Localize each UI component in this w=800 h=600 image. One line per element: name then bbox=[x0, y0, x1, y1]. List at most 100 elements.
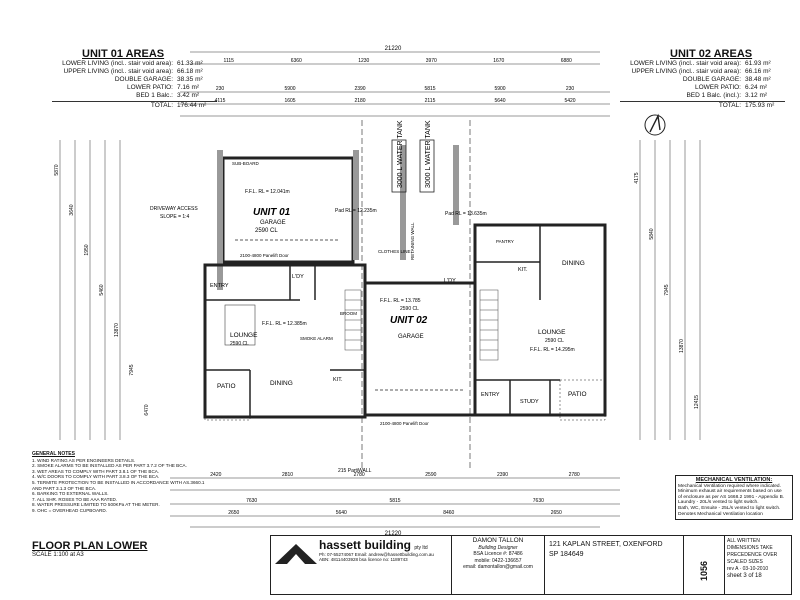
ldy2-label: L'DY bbox=[444, 278, 456, 284]
site-address: 121 KAPLAN STREET, OXENFORD bbox=[549, 541, 663, 548]
plan-title: FLOOR PLAN LOWER bbox=[32, 540, 148, 552]
retaining-wall-left bbox=[217, 150, 223, 290]
designer-mobile: mobile: 0422-136657 bbox=[474, 557, 522, 564]
area-row: LOWER PATIO:7.16 m² bbox=[52, 84, 217, 92]
dimension-label: 6360 bbox=[291, 58, 302, 64]
unit01-areas-table: UNIT 01 AREAS LOWER LIVING (incl.. stair… bbox=[52, 48, 217, 110]
designer-cell: DAMON TALLON Building Designer BSA Licen… bbox=[452, 536, 545, 594]
broom-label: BROOM bbox=[340, 311, 357, 316]
dimension-label: 5640 bbox=[336, 510, 347, 516]
pad1-label: Pad RL = 12.235m bbox=[335, 208, 377, 214]
dimension-label: 3640 bbox=[69, 204, 75, 215]
area-value: 3.42 m² bbox=[177, 92, 200, 99]
note-line: Denotes Mechanical Ventilation location bbox=[678, 511, 763, 517]
note-line: 9. OHC = OVERHEAD CUPBOARD. bbox=[32, 507, 107, 513]
dimension-label: 8460 bbox=[443, 510, 454, 516]
unit01-living-walls bbox=[203, 263, 367, 419]
dimension-label: 2810 bbox=[282, 472, 293, 478]
sub-board-label: SUB-BOARD bbox=[232, 161, 260, 166]
area-label: UPPER LIVING (incl.. stair void area): bbox=[631, 68, 741, 75]
retaining-wall-right bbox=[453, 145, 459, 225]
area-label: LOWER PATIO: bbox=[127, 84, 173, 91]
company-abn: ABN: 48114403928 bsa licence no: 1189743 bbox=[319, 557, 408, 562]
pantry-label: PANTRY bbox=[496, 239, 514, 244]
unit02-stairs bbox=[479, 289, 499, 361]
side-dimension-lines bbox=[59, 140, 701, 440]
sheet-number: 3 bbox=[743, 573, 747, 579]
area-row: LOWER PATIO:6.24 m² bbox=[620, 84, 785, 92]
dimension-label: 5870 bbox=[54, 164, 60, 175]
lounge1-label: LOUNGE bbox=[230, 332, 258, 339]
dimension-label: 2390 bbox=[497, 472, 508, 478]
dimension-label: 1230 bbox=[358, 58, 369, 64]
area-label: BED 1 Balc. (incl.): bbox=[686, 92, 741, 99]
unit02-ffl: F.F.L. RL = 13.785 bbox=[380, 298, 421, 304]
dimension-label: 5900 bbox=[284, 86, 295, 92]
mech-vent-title: MECHANICAL VENTILATION: bbox=[695, 477, 773, 483]
note-line: AND PART 3.1.3 OF THE BCA. bbox=[32, 485, 97, 491]
entry2-label: ENTRY bbox=[481, 392, 500, 398]
retaining-wall-label: RETAINING WALL bbox=[410, 222, 415, 260]
dimension-label: 2650 bbox=[551, 510, 562, 516]
note-line: Minimum exhaust air requirements based o… bbox=[678, 489, 782, 495]
area-row: DOUBLE GARAGE:38.48 m² bbox=[620, 76, 785, 84]
clothes-line-label: CLOTHES LINE bbox=[378, 249, 411, 254]
pad2-label: Pad RL = 13.635m bbox=[445, 211, 487, 217]
kit2-label: KIT. bbox=[518, 267, 528, 273]
dimension-label: 7945 bbox=[129, 364, 135, 375]
dimension-label: 7630 bbox=[533, 498, 544, 504]
area-label: DOUBLE GARAGE: bbox=[114, 76, 173, 83]
dimension-label: 2590 bbox=[425, 472, 436, 478]
dimension-label: 6880 bbox=[561, 58, 572, 64]
area-total-row: TOTAL:175.93 m² bbox=[620, 101, 785, 110]
lounge1-cl: 2590 CL bbox=[230, 341, 249, 347]
area-value: 3.12 m² bbox=[745, 92, 768, 99]
plan-scale: SCALE 1:100 at A3 bbox=[32, 552, 84, 558]
dimension-label: 2420 bbox=[210, 472, 221, 478]
entry1-label: ENTRY bbox=[210, 283, 229, 289]
company-name-text: hassett building bbox=[319, 538, 412, 552]
area-label: LOWER LIVING (incl.. stair void area): bbox=[630, 60, 741, 67]
area-row: BED 1 Balc.:3.42 m² bbox=[52, 92, 217, 100]
dimension-label: 5420 bbox=[564, 98, 575, 104]
unit02-areas-table: UNIT 02 AREAS LOWER LIVING (incl.. stair… bbox=[620, 48, 785, 110]
dimension-label: 5900 bbox=[494, 86, 505, 92]
area-label: UPPER LIVING (incl.. stair void area): bbox=[63, 68, 173, 75]
unit02-garage-label: GARAGE bbox=[398, 334, 424, 340]
note-line: 1. WIND RATING AS PER ENGINEERS DETAILS. bbox=[32, 457, 136, 463]
garage-door-1-label: 2100-4800 Panelift Door bbox=[240, 253, 289, 258]
retaining-wall-center bbox=[400, 145, 406, 260]
dimension-label: 1670 bbox=[493, 58, 504, 64]
dimension-label: 5840 bbox=[649, 228, 655, 239]
dining2-label: DINING bbox=[562, 260, 585, 267]
mechanical-ventilation-box: MECHANICAL VENTILATION: Mechanical Venti… bbox=[675, 475, 793, 521]
revision: A bbox=[735, 566, 739, 572]
site-sp: SP 184649 bbox=[549, 551, 584, 558]
dimension-label: 4115 bbox=[215, 98, 226, 104]
general-notes-title: GENERAL NOTES bbox=[32, 451, 75, 457]
note-line: 6. BARKING TO EXTERNAL WALLS. bbox=[32, 491, 109, 497]
area-total-value: 176.44 m² bbox=[177, 102, 207, 109]
sheet-info-cell: ALL WRITTEN DIMENSIONS TAKE PRECEDENCE O… bbox=[725, 536, 791, 594]
area-row: DOUBLE GARAGE:38.35 m² bbox=[52, 76, 217, 84]
unit01-garage-cl: 2590 CL bbox=[255, 228, 278, 234]
company-name: hassett building pty ltd bbox=[319, 538, 449, 552]
note-line: 8. WATER PRESSURE LIMITED TO 500KPa AT T… bbox=[32, 502, 160, 508]
issue-date: 03-10-2010 bbox=[742, 566, 769, 572]
designer-bsa: BSA Licence #: 87486 bbox=[473, 551, 523, 557]
study-label: STUDY bbox=[520, 399, 539, 405]
note-line: 7. ALL SHR. ROSES TO BE AAA RATED. bbox=[32, 496, 118, 502]
dimension-label: 230 bbox=[216, 86, 225, 92]
dimension-label: 5460 bbox=[99, 284, 105, 295]
unit01-ffl: F.F.L. RL = 12.041m bbox=[245, 189, 290, 195]
area-total-label: TOTAL: bbox=[718, 102, 741, 109]
dimension-label: 12415 bbox=[694, 395, 700, 409]
area-label: LOWER PATIO: bbox=[695, 84, 741, 91]
note-line: 5. TERMITE PROTECTION TO BE INSTALLED IN… bbox=[32, 479, 205, 485]
note-line: Bath, WC, Ensuite - 25L/s vented to ligh… bbox=[678, 505, 781, 511]
company-phone: Ph: 07-55274067 Email: andrew@hassettbui… bbox=[319, 552, 434, 557]
designer-email: email: damontallon@gmail.com bbox=[463, 564, 533, 570]
